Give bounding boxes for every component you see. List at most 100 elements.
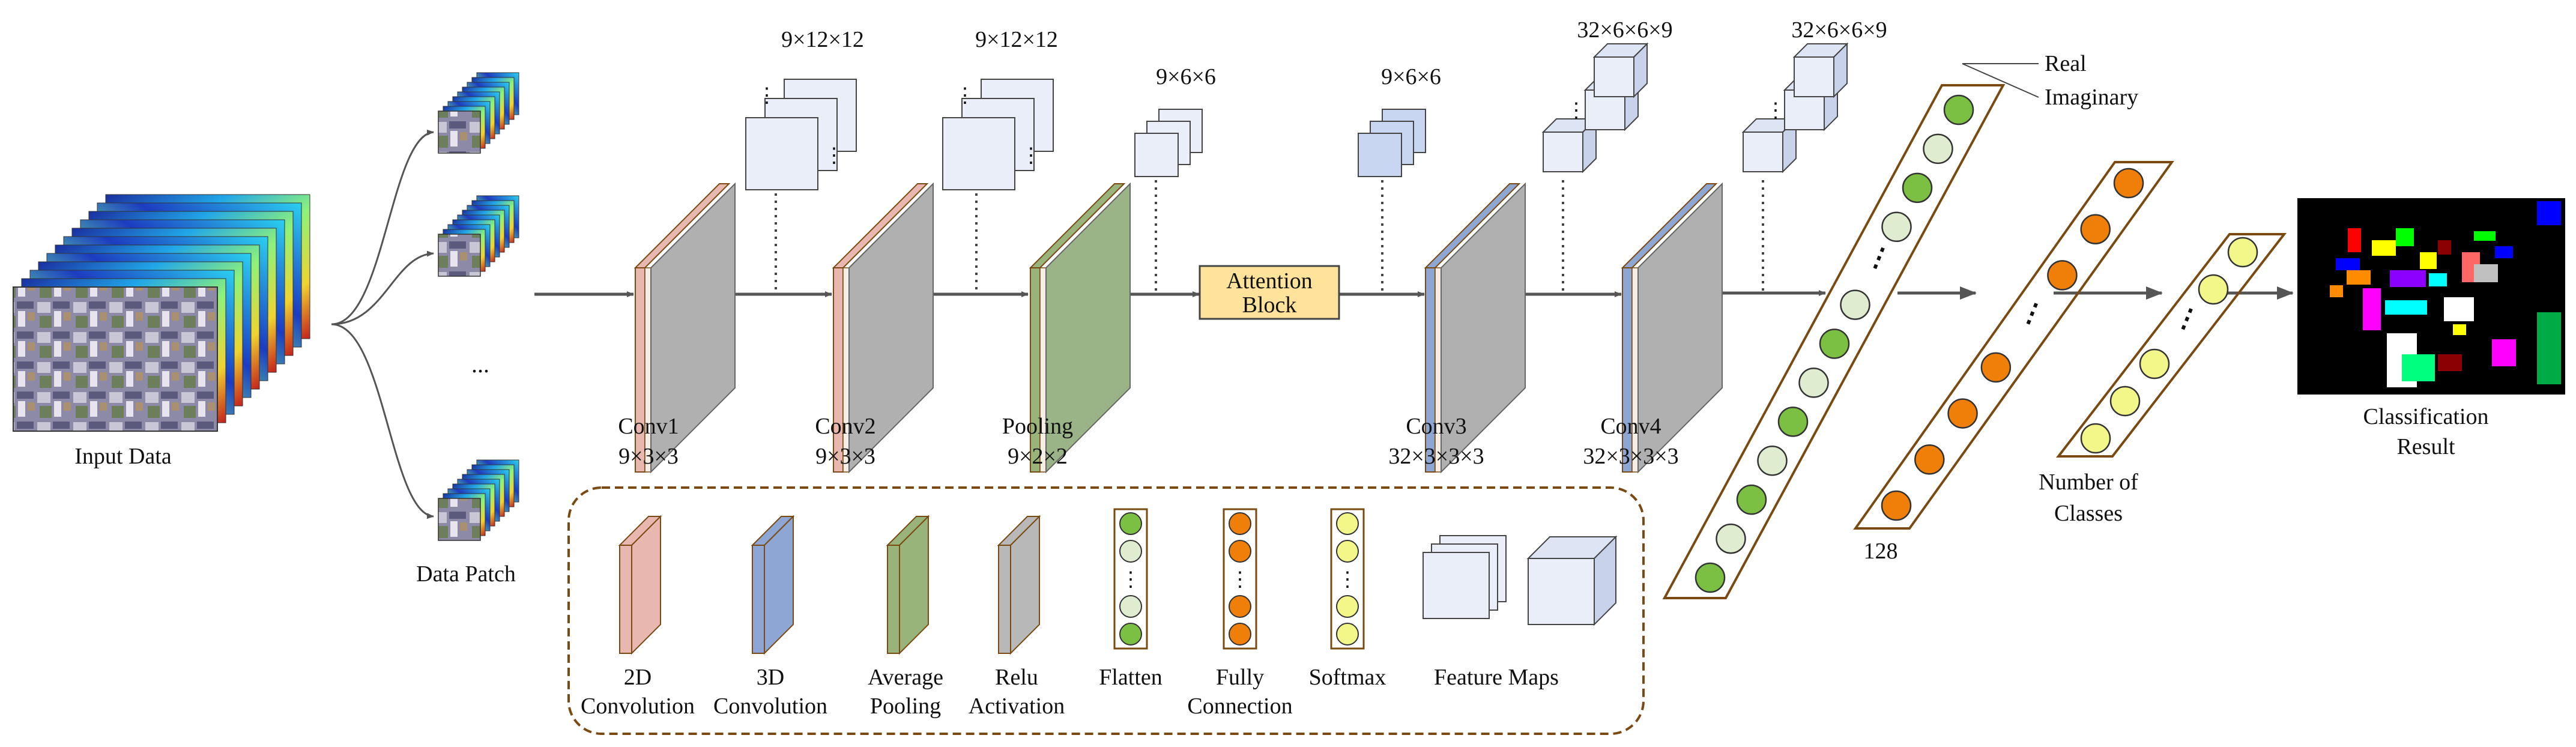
legend-node xyxy=(1229,540,1251,563)
result-class-region xyxy=(2429,273,2447,286)
flatten-node-imaginary xyxy=(1840,289,1870,320)
fully-node xyxy=(2080,214,2111,244)
data-patch-stack xyxy=(438,459,519,541)
cube-front xyxy=(1594,56,1634,97)
result-class-region xyxy=(2537,201,2561,225)
flatten-node-imaginary xyxy=(1881,211,1912,242)
result-class-region xyxy=(2474,231,2496,241)
flatten-node-imaginary xyxy=(1716,523,1746,554)
attention-block: Attention Block xyxy=(1199,265,1340,320)
legend-label: Average xyxy=(868,665,943,690)
stack-ellipsis: ⋮ xyxy=(1021,145,1041,167)
legend-node xyxy=(1119,623,1142,646)
result-class-region xyxy=(2336,258,2360,270)
conv1-label: Conv1 xyxy=(618,414,679,439)
classes-label-line1: Number of xyxy=(2039,470,2138,495)
softmax-node xyxy=(2198,274,2229,305)
strip-outline xyxy=(1853,161,2174,530)
result-class-region xyxy=(2402,354,2435,381)
stack-ellipsis: ⋮ xyxy=(824,145,844,167)
legend-label: Connection xyxy=(1187,694,1292,719)
result-class-region xyxy=(2396,228,2414,246)
legend-node xyxy=(1119,512,1142,535)
result-class-region xyxy=(2372,240,2396,256)
flatten-node-real xyxy=(1943,94,1974,126)
legend-column-outline xyxy=(1330,508,1365,650)
legend-column-ellipsis: ⋮ xyxy=(1337,569,1358,591)
legend-label: Relu xyxy=(995,665,1038,690)
fm1-size: 9×12×12 xyxy=(781,27,864,52)
softmax-node xyxy=(2227,237,2258,268)
fully-node xyxy=(2047,260,2078,291)
result-class-region xyxy=(2474,264,2498,282)
patch-image xyxy=(438,498,481,541)
classes-label-line2: Classes xyxy=(2054,501,2123,526)
stack-ellipsis: ⋮ xyxy=(1566,100,1586,122)
legend-label: Flatten xyxy=(1099,665,1163,690)
fm3-stack xyxy=(1134,109,1203,177)
legend-label: Fully xyxy=(1216,665,1264,690)
flatten-size-label: 128 xyxy=(1864,539,1898,564)
feature-map-square xyxy=(1358,133,1402,177)
feature-map-square xyxy=(745,117,818,190)
imaginary-pointer xyxy=(1962,63,2039,98)
result-class-region xyxy=(2330,285,2343,297)
fm2-stack xyxy=(942,79,1054,190)
result-class-region xyxy=(2363,288,2381,330)
result-class-region xyxy=(2438,240,2451,255)
cube-front xyxy=(1528,558,1595,625)
conv4-layer xyxy=(1621,182,1723,474)
legend-node xyxy=(1336,540,1359,563)
slab-inner-sheet xyxy=(644,267,652,473)
legend-label: Convolution xyxy=(581,694,695,719)
conv1-size: 9×3×3 xyxy=(618,444,679,469)
fully-node xyxy=(2113,168,2144,199)
attention-label-line1: Attention xyxy=(1226,268,1313,294)
result-class-region xyxy=(2537,312,2561,384)
cube-front xyxy=(1794,56,1834,97)
patch-image xyxy=(438,110,481,154)
result-class-region xyxy=(2492,339,2516,366)
flatten-node-real xyxy=(1819,328,1850,359)
input-data-cube xyxy=(13,194,310,432)
pooling-label: Pooling xyxy=(1002,414,1073,439)
slab-inner-sheet xyxy=(1039,267,1047,473)
slab-front-sheet xyxy=(833,267,844,473)
pooling-size: 9×2×2 xyxy=(1008,444,1068,469)
conv3-size: 32×3×3×3 xyxy=(1388,444,1484,469)
slab-side-face xyxy=(848,182,934,474)
fm5-size: 32×6×6×9 xyxy=(1577,17,1672,43)
legend-slab-front xyxy=(998,545,1011,654)
conv4-label: Conv4 xyxy=(1600,414,1661,439)
feature-maps: ⋮⋮⋮⋮⋮⋮ xyxy=(745,42,1849,190)
fm4-size: 9×6×6 xyxy=(1381,64,1441,89)
fm5-cube xyxy=(1592,42,1649,98)
legend-column-ellipsis: ⋮ xyxy=(1120,569,1141,591)
flatten-node-imaginary xyxy=(1757,446,1788,476)
flatten-node-real xyxy=(1902,172,1933,204)
legend-feature-square xyxy=(1423,552,1490,619)
fully-node xyxy=(1947,398,1978,429)
flatten-strip: ⋮ xyxy=(1662,84,2006,599)
legend-label: Activation xyxy=(969,694,1065,719)
fm2-size: 9×12×12 xyxy=(975,27,1058,52)
slab-side-face xyxy=(650,182,736,474)
stack-ellipsis: ⋮ xyxy=(955,85,975,107)
legend-node xyxy=(1229,595,1251,618)
real-label: Real xyxy=(2045,51,2087,76)
legend-item-feature-maps: Feature Maps xyxy=(1423,535,1618,690)
legend-column-ellipsis: ⋮ xyxy=(1230,569,1250,591)
legend-slab-front xyxy=(752,545,765,654)
legend-slab-front xyxy=(887,545,900,654)
legend-feature-cube xyxy=(1526,535,1618,626)
flatten-node-real xyxy=(1777,407,1809,437)
result-class-region xyxy=(2420,252,2437,269)
legend-label: Feature Maps xyxy=(1434,665,1559,690)
flatten-node-imaginary xyxy=(1923,133,1953,165)
fm1-stack xyxy=(745,79,857,190)
conv1-layer xyxy=(633,182,736,474)
dotted-connectors xyxy=(775,180,1764,291)
